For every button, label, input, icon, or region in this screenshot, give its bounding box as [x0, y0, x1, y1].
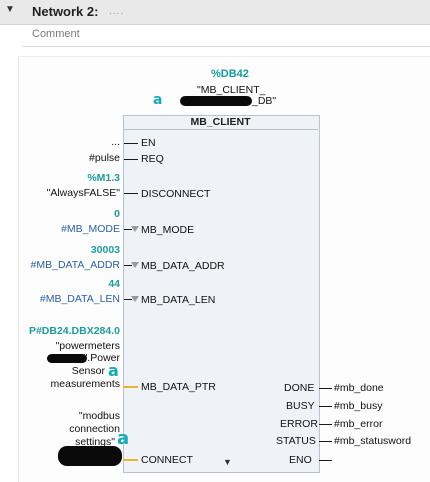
- mb-mode-pin-marker-icon: [131, 226, 139, 232]
- annotation-marker: a: [117, 428, 130, 449]
- instance-db-address: %DB42: [211, 68, 249, 80]
- mb-data-addr-input-value[interactable]: #MB_DATA_ADDR: [30, 259, 120, 271]
- network-header[interactable]: [0, 0, 430, 25]
- connect-line3[interactable]: settings": [75, 436, 115, 448]
- mb-data-ptr-address: P#DB24.DBX284.0: [28, 325, 120, 337]
- network-title: Network 2:: [32, 4, 99, 19]
- mb-mode-constant: 0: [114, 208, 120, 220]
- en-input-value: ...: [111, 136, 120, 148]
- mb-data-ptr-wire: [123, 386, 138, 388]
- mb-data-ptr-line2[interactable]: ".Power: [83, 352, 120, 364]
- redaction-mark: [58, 446, 122, 466]
- mb-data-len-wire: [124, 299, 132, 300]
- mb-data-ptr-line4[interactable]: measurements: [50, 378, 120, 390]
- done-output-value[interactable]: #mb_done: [334, 382, 384, 394]
- busy-wire: [319, 406, 332, 407]
- mb-data-addr-constant: 30003: [90, 244, 120, 256]
- mb-data-addr-pin-marker-icon: [131, 262, 139, 268]
- pin-connect: CONNECT: [141, 454, 193, 466]
- pin-busy: BUSY: [286, 400, 315, 412]
- pin-mb-data-ptr: MB_DATA_PTR: [141, 381, 216, 393]
- mb-mode-wire: [124, 229, 132, 230]
- en-wire: [124, 143, 138, 144]
- network-title-field[interactable]: ....: [109, 6, 125, 17]
- disconnect-wire: [124, 193, 138, 194]
- connect-line2[interactable]: connection: [69, 423, 120, 435]
- disconnect-address: %M1.3: [87, 172, 120, 184]
- req-wire: [124, 159, 138, 160]
- pin-mb-mode: MB_MODE: [141, 224, 195, 236]
- mb-data-len-constant: 44: [108, 278, 120, 290]
- annotation-marker: a: [153, 92, 163, 108]
- pin-mb-data-addr: MB_DATA_ADDR: [141, 260, 225, 272]
- error-wire: [319, 424, 332, 425]
- instance-db-name-line1[interactable]: "MB_CLIENT_: [197, 84, 266, 96]
- mb-data-addr-wire: [124, 265, 132, 266]
- pin-en: EN: [141, 137, 156, 149]
- mb-data-ptr-line1[interactable]: "powermeters: [55, 340, 120, 352]
- instance-db-name-line2[interactable]: _DB": [252, 95, 277, 107]
- error-output-value[interactable]: #mb_error: [334, 418, 383, 430]
- redaction-mark: [47, 354, 87, 363]
- status-output-value[interactable]: #mb_statusword: [334, 435, 412, 447]
- req-input-value[interactable]: #pulse: [89, 152, 120, 164]
- header-divider: [22, 46, 430, 47]
- pin-eno: ENO: [289, 454, 312, 466]
- busy-output-value[interactable]: #mb_busy: [334, 400, 383, 412]
- mb-client-block[interactable]: [123, 115, 320, 473]
- status-wire: [319, 441, 332, 442]
- pin-status: STATUS: [276, 435, 316, 447]
- collapse-network-icon[interactable]: ▼: [5, 4, 15, 15]
- pin-req: REQ: [141, 153, 164, 165]
- done-wire: [319, 388, 332, 389]
- pin-disconnect: DISCONNECT: [141, 188, 211, 200]
- pin-error: ERROR: [280, 418, 318, 430]
- pin-done: DONE: [284, 382, 315, 394]
- pin-mb-data-len: MB_DATA_LEN: [141, 294, 216, 306]
- redaction-mark: [180, 96, 252, 106]
- expand-block-icon[interactable]: ▼: [223, 457, 232, 467]
- mb-data-len-input-value[interactable]: #MB_DATA_LEN: [39, 293, 120, 305]
- block-title: MB_CLIENT: [123, 115, 318, 130]
- mb-data-ptr-line3[interactable]: Sensor: [71, 365, 105, 377]
- network-comment-field[interactable]: Comment: [32, 28, 80, 40]
- disconnect-input-value[interactable]: "AlwaysFALSE": [46, 187, 120, 199]
- connect-wire: [123, 459, 138, 461]
- connect-line1[interactable]: "modbus: [78, 410, 120, 422]
- eno-wire: [319, 460, 332, 461]
- mb-mode-input-value[interactable]: #MB_MODE: [61, 223, 120, 235]
- mb-data-len-pin-marker-icon: [131, 296, 139, 302]
- annotation-marker: a: [108, 361, 119, 380]
